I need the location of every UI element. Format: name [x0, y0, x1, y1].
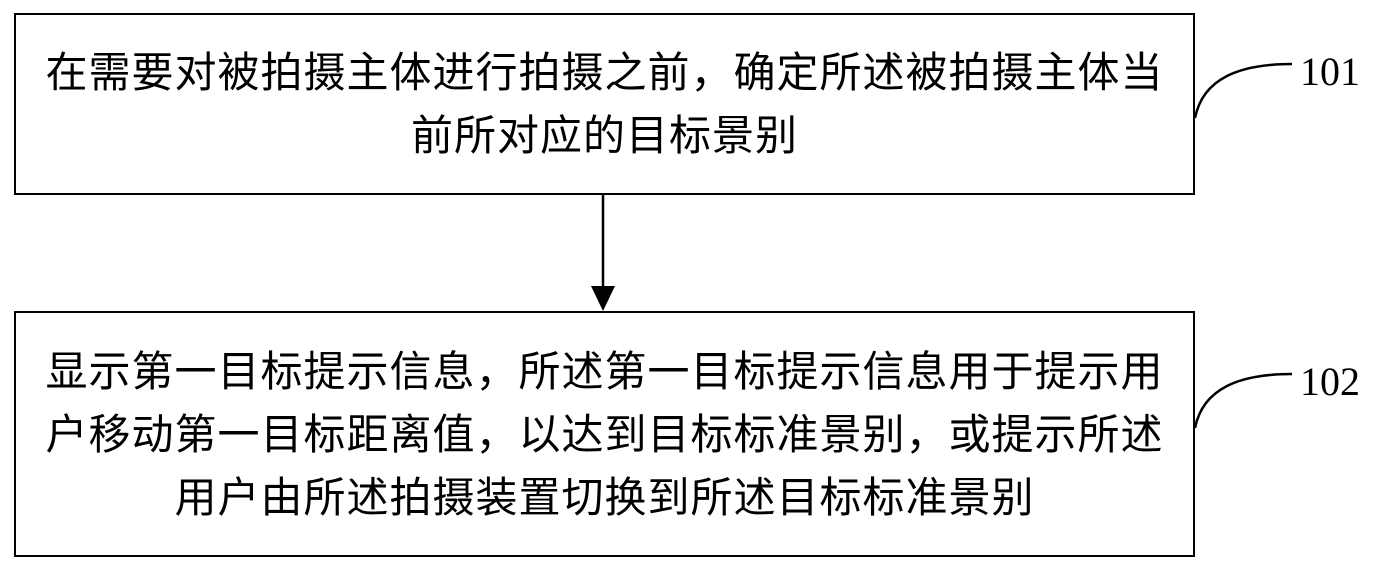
leader-line-102 [1193, 372, 1293, 429]
flow-arrowhead-icon [591, 286, 615, 311]
step-102-text: 显示第一目标提示信息，所述第一目标提示信息用于提示用户移动第一目标距离值，以达到… [45, 346, 1164, 522]
step-label-102: 102 [1300, 359, 1360, 404]
step-101-box: 在需要对被拍摄主体进行拍摄之前，确定所述被拍摄主体当前所对应的目标景别 [14, 13, 1195, 195]
step-101-text: 在需要对被拍摄主体进行拍摄之前，确定所述被拍摄主体当前所对应的目标景别 [45, 48, 1164, 160]
leader-line-101 [1193, 62, 1293, 119]
step-label-101: 101 [1300, 49, 1360, 94]
step-102-box: 显示第一目标提示信息，所述第一目标提示信息用于提示用户移动第一目标距离值，以达到… [14, 311, 1195, 557]
